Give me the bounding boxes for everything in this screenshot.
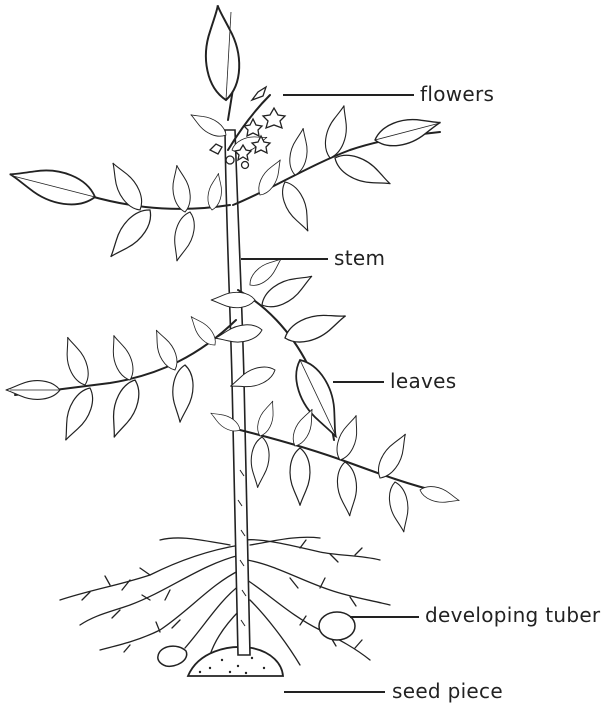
- label-seed-piece: seed piece: [392, 681, 503, 701]
- label-flowers: flowers: [420, 84, 494, 104]
- small-tuber-shape: [158, 646, 187, 666]
- seed-piece-shape: [188, 647, 283, 676]
- label-leaves: leaves: [390, 371, 456, 391]
- developing-tuber-shape: [319, 612, 355, 640]
- roots: [60, 537, 390, 665]
- label-stem: stem: [334, 248, 385, 268]
- label-developing-tuber: developing tuber: [425, 605, 600, 625]
